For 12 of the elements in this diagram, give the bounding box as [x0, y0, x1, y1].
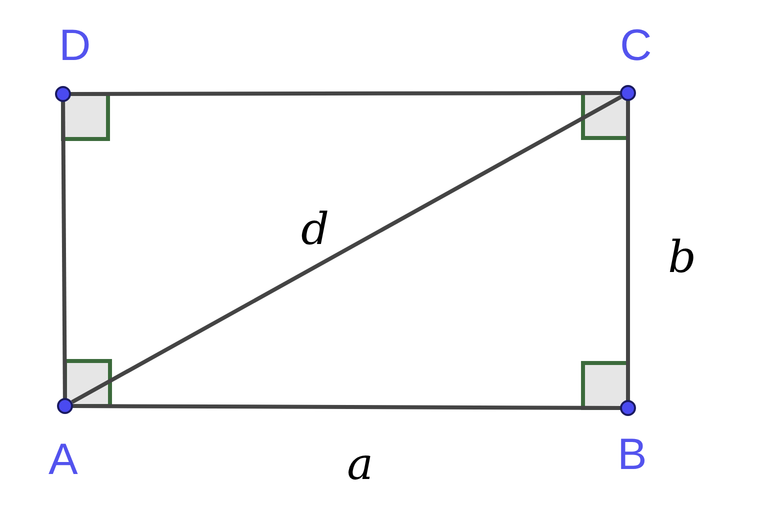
- segment-label: a: [347, 441, 374, 489]
- point-label: C: [620, 22, 652, 70]
- point-label: A: [48, 436, 78, 484]
- line-segment: [71, 91, 620, 96]
- point-label: D: [59, 22, 91, 70]
- line-segment: [61, 102, 67, 398]
- line-segment: [626, 101, 630, 400]
- line-segment: [73, 404, 620, 410]
- point-label: B: [618, 431, 647, 479]
- segment-label: d: [301, 206, 330, 254]
- line-segment: [71, 95, 622, 404]
- segment-label: b: [668, 234, 696, 282]
